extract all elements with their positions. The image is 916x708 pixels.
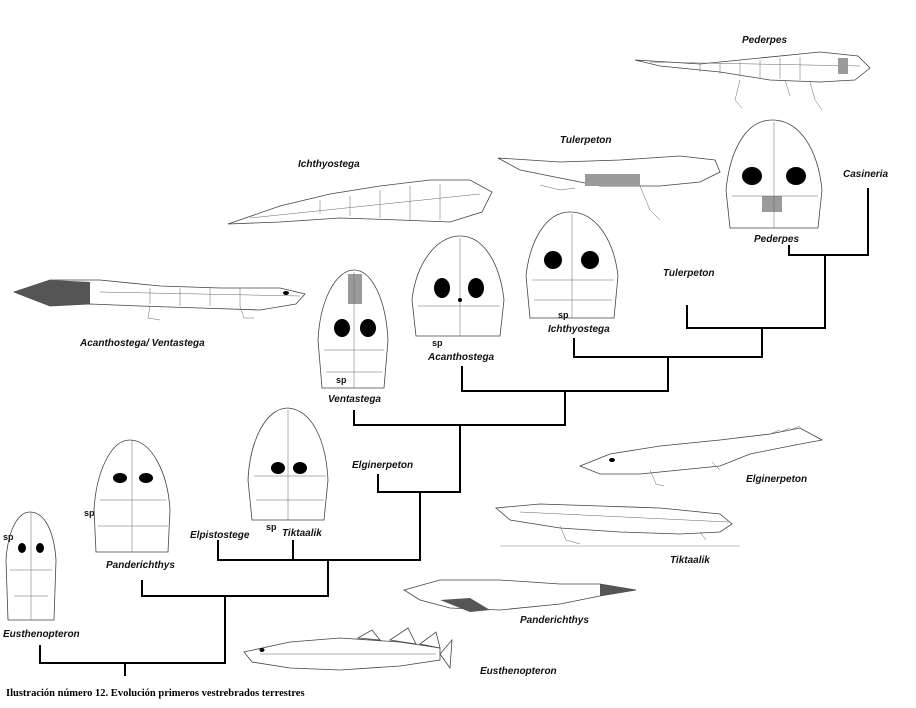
panderichthys-animal-label: Panderichthys xyxy=(520,615,589,626)
elpistostege-skull-label: Elpistostege xyxy=(190,530,250,541)
tiktaalik-skull: sp Elpistostege Tiktaalik xyxy=(190,407,329,541)
pederpes-skull: Pederpes xyxy=(725,119,823,245)
casineria-label: Casineria xyxy=(843,169,888,180)
acanthostega-ventastega-skeleton: Acanthostega/ Ventastega xyxy=(12,279,306,349)
ichthyostega-sp-label: sp xyxy=(558,310,569,320)
cladogram-tree xyxy=(39,188,869,676)
figure-caption: Ilustración número 12. Evolución primero… xyxy=(6,688,305,699)
eusthenopteron-animal-label: Eusthenopteron xyxy=(480,666,557,677)
pederpes-animal-label: Pederpes xyxy=(742,35,787,46)
panderichthys-sp-label: sp xyxy=(84,508,95,518)
ichthyostega-skeleton: Ichthyostega xyxy=(227,159,493,225)
panderichthys-skull: sp Panderichthys xyxy=(84,439,175,571)
tiktaalik-animal-label: Tiktaalik xyxy=(670,555,710,566)
pederpes-skeleton: Pederpes xyxy=(634,35,871,111)
acanthostega-sp-label: sp xyxy=(432,338,443,348)
panderichthys-skull-label: Panderichthys xyxy=(106,560,175,571)
ichthyostega-animal-label: Ichthyostega xyxy=(298,159,360,170)
panderichthys-reconstruction: Panderichthys xyxy=(403,579,637,626)
ventastega-skull-label: Ventastega xyxy=(328,394,381,405)
eusthenopteron-skull: sp Eusthenopteron xyxy=(3,511,80,640)
eusthenopteron-reconstruction: Eusthenopteron xyxy=(243,627,557,677)
tulerpeton-animal-label: Tulerpeton xyxy=(560,135,611,146)
elginerpeton-tree-label: Elginerpeton xyxy=(352,460,413,471)
tulerpeton-skeleton: Tulerpeton xyxy=(497,135,721,221)
pederpes-skull-label: Pederpes xyxy=(754,234,799,245)
tiktaalik-sp-label: sp xyxy=(266,522,277,532)
ventastega-sp-label: sp xyxy=(336,375,347,385)
acanthostega-ventastega-animal-label: Acanthostega/ Ventastega xyxy=(79,338,205,349)
ichthyostega-skull-label: Ichthyostega xyxy=(548,324,610,335)
elginerpeton-reconstruction: Elginerpeton xyxy=(578,425,824,487)
eusthenopteron-sp-label: sp xyxy=(3,532,14,542)
eusthenopteron-skull-label: Eusthenopteron xyxy=(3,629,80,640)
elginerpeton-animal-label: Elginerpeton xyxy=(746,474,807,485)
acanthostega-skull: sp Acanthostega xyxy=(411,235,505,363)
ventastega-skull: sp Ventastega xyxy=(317,269,389,405)
tiktaalik-skull-label: Tiktaalik xyxy=(282,528,322,539)
acanthostega-skull-label: Acanthostega xyxy=(427,352,495,363)
tiktaalik-reconstruction: Tiktaalik xyxy=(495,503,740,566)
ichthyostega-skull: sp Ichthyostega xyxy=(525,211,619,335)
tulerpeton-tree-label: Tulerpeton xyxy=(663,268,714,279)
